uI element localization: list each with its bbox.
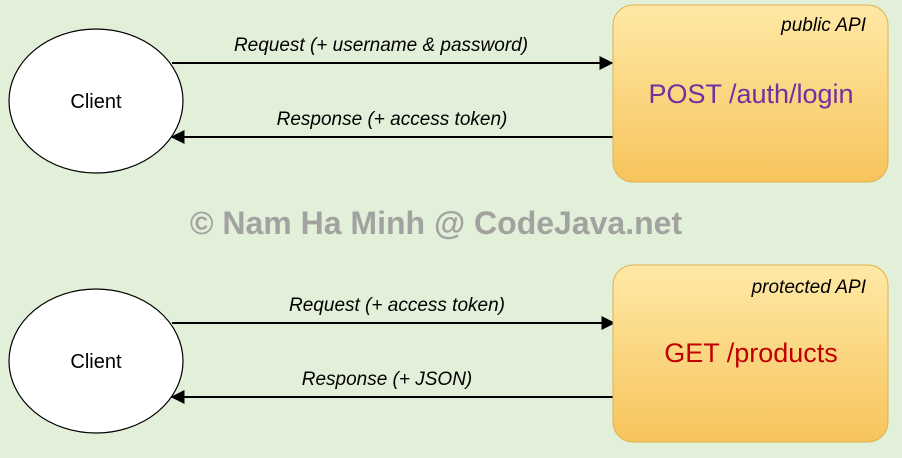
request-label: Request (+ username & password)	[234, 35, 528, 56]
client-node	[8, 288, 184, 434]
client-label: Client	[70, 351, 122, 373]
endpoint-label: GET /products	[664, 338, 838, 368]
endpoint-label: POST /auth/login	[648, 79, 853, 109]
api-tag: public API	[780, 15, 867, 36]
client-label: Client	[70, 91, 122, 113]
server-box-protected	[612, 264, 889, 443]
flow-public: Client Request (+ username & password) R…	[8, 4, 889, 183]
response-label: Response (+ access token)	[277, 109, 508, 130]
client-node	[8, 28, 184, 174]
api-tag: protected API	[751, 277, 867, 298]
server-box-public	[612, 4, 889, 183]
request-label: Request (+ access token)	[289, 295, 505, 316]
flow-protected: Client Request (+ access token) Response…	[8, 264, 889, 443]
response-label: Response (+ JSON)	[302, 369, 473, 390]
watermark-text: © Nam Ha Minh @ CodeJava.net	[190, 205, 683, 241]
